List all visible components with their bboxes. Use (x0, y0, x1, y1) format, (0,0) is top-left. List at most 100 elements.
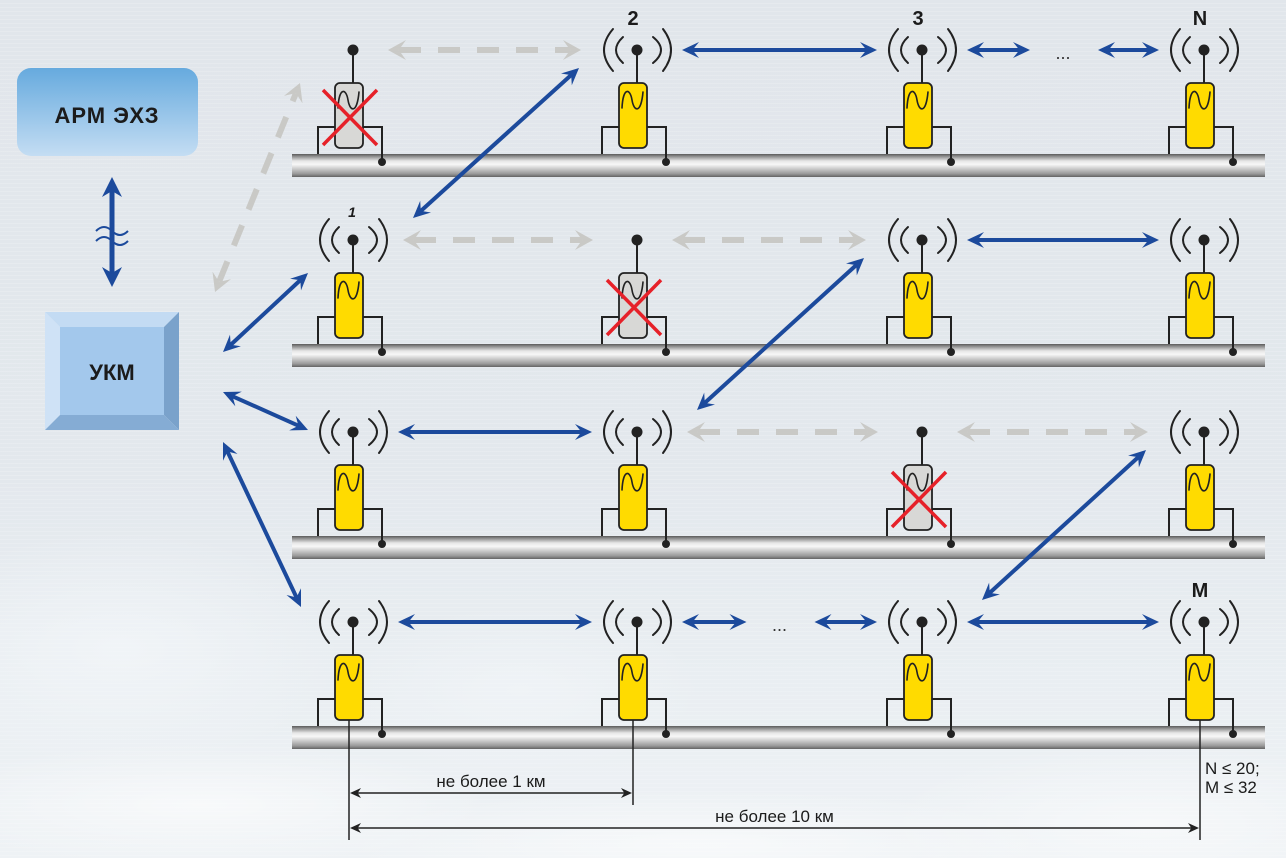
radio-wave-inner-left (1182, 608, 1191, 636)
ukm-block-face (60, 327, 164, 415)
antenna-icon (631, 616, 643, 628)
radio-wave-outer-left (1170, 218, 1181, 262)
arrow-shaft (224, 449, 300, 600)
radio-waves-icon (319, 600, 388, 644)
bevel-bottom (45, 415, 179, 430)
arrow-head (1128, 450, 1146, 468)
radio-wave-inner-right (937, 226, 947, 254)
radio-wave-inner-left (900, 608, 909, 636)
pipe-contact-dot (1229, 540, 1237, 548)
antenna-icon (347, 44, 359, 56)
radio-wave-inner-right (937, 36, 947, 64)
device-number-label: 3 (912, 8, 923, 30)
arrow-head (398, 614, 415, 630)
arrow-head (1142, 42, 1159, 58)
device-housing (1185, 654, 1215, 721)
arrow-head (1130, 422, 1148, 442)
antenna-icon (347, 426, 359, 438)
ac-sine-icon (1188, 472, 1211, 492)
arrow-head (102, 267, 122, 287)
arrow-head (575, 614, 592, 630)
lost-radio-link-arrow (388, 40, 581, 60)
arrow-head (561, 68, 579, 86)
arrow-head (814, 614, 832, 630)
antenna-icon (631, 234, 643, 246)
radio-wave-outer-right (1229, 410, 1239, 454)
device-number-label: 1 (348, 204, 356, 220)
monitoring-device: M (1168, 580, 1239, 738)
ac-sine-icon (906, 280, 929, 300)
arrow-head (284, 83, 303, 104)
radio-wave-inner-left (900, 36, 909, 64)
ac-sine-icon (906, 662, 929, 682)
device-housing (334, 272, 364, 339)
antenna-icon (631, 44, 643, 56)
ac-sine-icon (621, 662, 644, 682)
ac-sine-icon (337, 662, 360, 682)
radio-link-arrow (967, 614, 1159, 630)
arrow-head (982, 582, 1000, 600)
failure-cross-icon (321, 88, 379, 147)
ac-sine-icon (1188, 662, 1211, 682)
arrow-head (860, 422, 878, 442)
radio-wave-outer-left (603, 600, 614, 644)
radio-wave-outer-right (662, 28, 672, 72)
arrow-head (398, 424, 415, 440)
pipe-contact-dot (1229, 348, 1237, 356)
monitoring-device (886, 600, 957, 738)
antenna-icon (1198, 616, 1210, 628)
radio-wave-outer-left (319, 600, 330, 644)
radio-wave-inner-left (331, 226, 340, 254)
bevel-left (45, 312, 60, 430)
pipe-contact-dot (1229, 730, 1237, 738)
arrow-head (860, 614, 877, 630)
radio-wave-outer-right (1229, 600, 1239, 644)
distance-label: не более 10 км (715, 807, 834, 826)
distance-label: не более 1 км (436, 772, 545, 791)
arrow-shaft (702, 262, 859, 406)
radio-wave-outer-right (947, 218, 957, 262)
radio-wave-inner-right (1219, 226, 1229, 254)
monitoring-device (317, 600, 388, 738)
monitoring-device (886, 218, 957, 356)
radio-wave-outer-right (662, 410, 672, 454)
arrow-shaft-dashed (216, 92, 299, 283)
arrow-head (672, 230, 690, 250)
pipe-contact-dot (662, 730, 670, 738)
radio-wave-outer-left (319, 218, 330, 262)
monitoring-device: 3 (886, 8, 957, 166)
bevel-top (45, 312, 179, 327)
radio-waves-icon (603, 600, 672, 644)
radio-links-layer: ...... (212, 40, 1159, 635)
antenna-icon (631, 426, 643, 438)
arrow-head (413, 200, 431, 218)
monitoring-device: N (1168, 8, 1239, 166)
radio-wave-outer-right (378, 600, 388, 644)
radio-link-arrow (398, 424, 592, 440)
bevel-right (164, 312, 179, 430)
radio-link-arrow (967, 232, 1159, 248)
radio-wave-outer-right (378, 410, 388, 454)
radio-wave-inner-right (652, 608, 662, 636)
device-housing (903, 82, 933, 149)
pipe-contact-dot (378, 348, 386, 356)
distance-dimension: не более 1 км (350, 772, 632, 798)
distance-dimension: не более 10 км (350, 807, 1199, 833)
arrow-shaft (230, 393, 301, 429)
pipeline (292, 536, 1265, 559)
arrow-head (290, 273, 308, 291)
pipelines-layer (292, 154, 1265, 749)
ac-sine-icon (337, 280, 360, 300)
monitoring-device (1168, 410, 1239, 548)
radio-wave-inner-left (331, 418, 340, 446)
arrow-head (682, 614, 699, 630)
pipe-contact-dot (947, 348, 955, 356)
radio-wave-outer-right (1229, 28, 1239, 72)
ukm-block-label: УКМ (89, 360, 134, 385)
antenna-icon (347, 234, 359, 246)
ukm-radio-link-arrow (223, 273, 308, 352)
antenna-icon (1198, 426, 1210, 438)
pipe-contact-dot (378, 158, 386, 166)
arrow-head (957, 422, 975, 442)
